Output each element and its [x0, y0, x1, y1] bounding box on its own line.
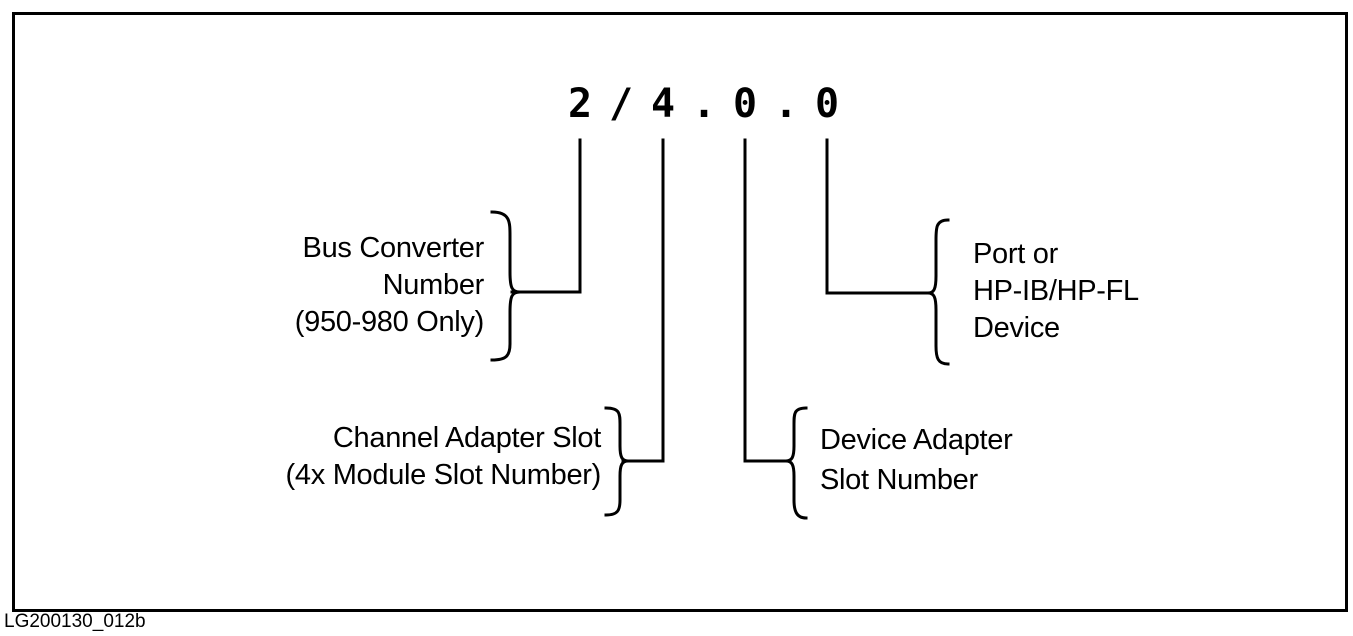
- port-brace: [927, 218, 950, 366]
- bus-converter-label-line-3: (950-980 Only): [294, 306, 485, 338]
- device-adapter-brace: [785, 406, 808, 520]
- device-adapter-label-line-2: Slot Number: [820, 464, 978, 496]
- channel-adapter-label-line-1: Channel Adapter Slot: [332, 422, 601, 454]
- port-device-label-line-1: Port or: [973, 238, 1058, 270]
- address-dot-separator-1: .: [691, 81, 717, 127]
- bus-converter-label-line-1: Bus Converter: [302, 232, 485, 264]
- diagram-frame: [12, 12, 1348, 612]
- port-device-label: Port or HP-IB/HP-FL Device: [973, 236, 1139, 347]
- address-slash-separator: /: [608, 81, 634, 127]
- device-adapter-label-line-1: Device Adapter: [820, 424, 1013, 456]
- address-channel-adapter-digit: 4: [650, 81, 676, 127]
- port-connector: [825, 138, 934, 295]
- address-dot-separator-2: .: [773, 81, 799, 127]
- bus-converter-label: Bus Converter Number (950-980 Only): [294, 230, 485, 341]
- bus-converter-connector: [510, 138, 582, 294]
- channel-adapter-connector: [621, 138, 665, 463]
- address-bus-converter-digit: 2: [567, 81, 593, 127]
- channel-adapter-label-line-2: (4x Module Slot Number): [285, 459, 602, 491]
- figure-id-caption: LG200130_012b: [4, 611, 146, 632]
- device-adapter-label: Device Adapter Slot Number: [820, 420, 1013, 500]
- bus-converter-brace: [490, 210, 521, 362]
- port-device-label-line-3: Device: [973, 312, 1060, 344]
- device-adapter-connector: [743, 138, 792, 463]
- address-port-digit: 0: [814, 81, 840, 127]
- channel-adapter-brace: [604, 406, 629, 517]
- channel-adapter-label: Channel Adapter Slot (4x Module Slot Num…: [285, 420, 602, 494]
- bus-converter-label-line-2: Number: [382, 269, 485, 301]
- port-device-label-line-2: HP-IB/HP-FL: [973, 275, 1139, 307]
- address-device-adapter-digit: 0: [732, 81, 758, 127]
